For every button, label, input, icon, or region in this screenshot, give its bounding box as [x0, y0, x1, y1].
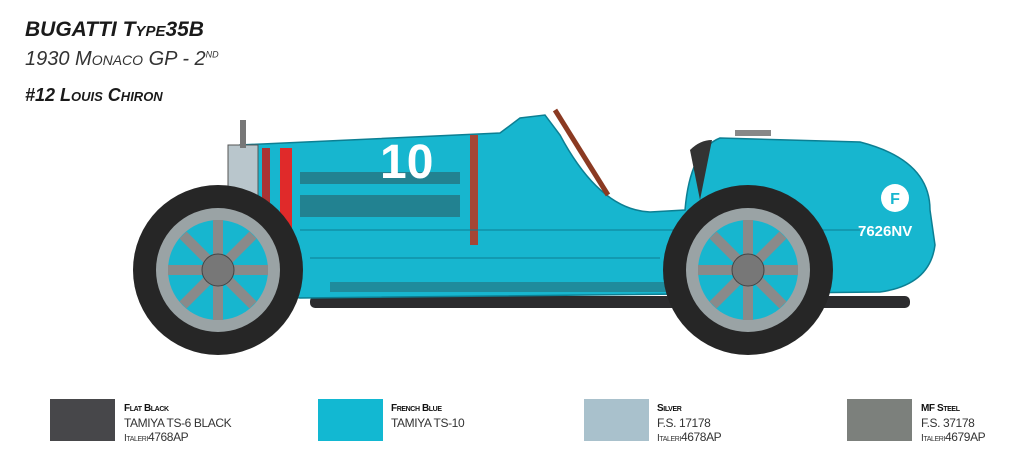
- swatch-flat-black: [50, 399, 115, 441]
- rear-wheel: [663, 185, 833, 355]
- badge-f: F: [890, 191, 900, 208]
- swatch-french-blue: [318, 399, 383, 441]
- plate-number: 7626NV: [858, 223, 912, 240]
- title-event: 1930 Monaco GP - 2ND: [25, 48, 219, 70]
- title-model: BUGATTI Type35B: [25, 18, 204, 41]
- swatch-silver: [584, 399, 649, 441]
- front-wheel: [133, 185, 303, 355]
- title-driver: #12 Louis Chiron: [25, 85, 163, 105]
- race-number: 10: [380, 136, 433, 189]
- swatch-mf-steel: [847, 399, 912, 441]
- car-illustration: F 7626NV 10: [133, 108, 936, 355]
